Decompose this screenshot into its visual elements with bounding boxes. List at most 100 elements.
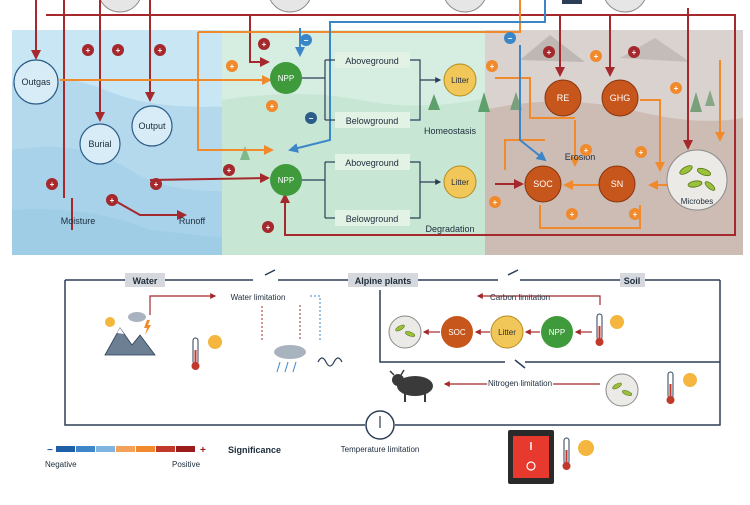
plant-upper-chain: NPP Aboveground Belowground Litter Homeo…	[270, 52, 477, 136]
legend-positive-label: Positive	[172, 460, 201, 469]
svg-text:+: +	[674, 84, 679, 93]
thermometer-icon	[562, 437, 571, 470]
legend-scale-segment	[96, 446, 115, 452]
mountain-icon	[104, 327, 156, 356]
svg-text:+: +	[227, 166, 232, 175]
positive-badge: +	[486, 60, 498, 72]
positive-badge: +	[635, 146, 647, 158]
positive-badge: +	[82, 44, 94, 56]
microbes-icon	[679, 165, 716, 191]
legend-title: Significance	[228, 445, 281, 455]
ghg-label: GHG	[610, 93, 631, 103]
flow-arrows	[31, 0, 736, 236]
svg-text:+: +	[86, 46, 91, 55]
water-limitation-label: Water limitation	[231, 293, 286, 302]
lightning-icon	[144, 320, 151, 335]
alpine-plants-header: Alpine plants	[355, 276, 412, 286]
svg-text:+: +	[110, 196, 115, 205]
svg-text:+: +	[632, 48, 637, 57]
positive-badge: +	[629, 208, 641, 220]
burial-label: Burial	[88, 139, 111, 149]
water-header: Water	[133, 276, 158, 286]
power-switch-icon	[508, 430, 554, 484]
negative-badge: −	[300, 34, 312, 46]
svg-text:−: −	[309, 114, 314, 123]
positive-badge: +	[266, 100, 278, 112]
homeostasis-label: Homeostasis	[424, 126, 477, 136]
svg-text:+: +	[154, 180, 159, 189]
belowground-lower-label: Belowground	[346, 214, 399, 224]
thermometer-icon	[595, 313, 604, 346]
bottom-panel: Water Alpine plants Soil Water limitatio…	[64, 269, 721, 440]
svg-text:+: +	[594, 52, 599, 61]
water-nodes: Outgas Burial Output Moisture Runoff	[13, 59, 206, 226]
negative-badge: −	[305, 112, 317, 124]
positive-badge: +	[566, 208, 578, 220]
thermometer-icon	[191, 337, 200, 370]
top-edge-circles	[99, 0, 646, 13]
svg-text:+: +	[158, 46, 163, 55]
sun-icon	[683, 373, 697, 387]
carbon-litter-label: Litter	[498, 328, 516, 337]
legend-scale-segment	[156, 446, 175, 452]
thermometer-icon	[666, 371, 675, 404]
moisture-label: Moisture	[61, 216, 96, 226]
positive-badge: +	[150, 178, 162, 190]
output-label: Output	[138, 121, 166, 131]
cloud-icon	[128, 312, 146, 322]
legend-scale-segment	[176, 446, 195, 452]
svg-text:+: +	[584, 146, 589, 155]
svg-text:+: +	[493, 198, 498, 207]
legend-minus: −	[47, 445, 53, 456]
svg-text:+: +	[490, 62, 495, 71]
svg-text:+: +	[570, 210, 575, 219]
carbon-soc-label: SOC	[448, 328, 466, 337]
svg-text:+: +	[270, 102, 275, 111]
npp-lower-label: NPP	[278, 176, 294, 185]
positive-badge: +	[223, 164, 235, 176]
legend-plus: +	[200, 445, 206, 456]
positive-badge: +	[580, 144, 592, 156]
svg-text:+: +	[547, 48, 552, 57]
positive-badge: +	[628, 46, 640, 58]
legend-scale-segment	[76, 446, 95, 452]
runoff-label: Runoff	[179, 216, 206, 226]
sun-icon	[208, 335, 222, 349]
degradation-label: Degradation	[425, 224, 474, 234]
npp-upper-label: NPP	[278, 74, 294, 83]
soil-nodes: RE GHG SOC SN Erosion Microbes	[524, 79, 728, 211]
nitrogen-limitation-label: Nitrogen limitation	[488, 379, 552, 388]
svg-text:−: −	[508, 34, 513, 43]
rain-cloud-icon	[274, 345, 306, 373]
soc-label: SOC	[533, 179, 553, 189]
erosion-label: Erosion	[565, 152, 596, 162]
microbes-label: Microbes	[681, 197, 713, 206]
significance-legend: − + Negative Positive Significance	[45, 445, 281, 469]
positive-badge: +	[226, 60, 238, 72]
yak-icon	[389, 369, 433, 402]
carbon-npp-label: NPP	[549, 328, 565, 337]
microbes-icon	[612, 382, 633, 396]
positive-badge: +	[590, 50, 602, 62]
belowground-upper-label: Belowground	[346, 116, 399, 126]
wave-icon	[317, 357, 343, 367]
sun-icon	[578, 440, 594, 456]
legend-negative-label: Negative	[45, 460, 77, 469]
svg-text:+: +	[639, 148, 644, 157]
svg-text:+: +	[230, 62, 235, 71]
plant-lower-chain: NPP Aboveground Belowground Litter Degra…	[270, 154, 477, 234]
aboveground-lower-label: Aboveground	[345, 158, 399, 168]
positive-badge: +	[489, 196, 501, 208]
sun-icon	[105, 317, 115, 327]
sn-label: SN	[611, 179, 624, 189]
legend-scale-segment	[116, 446, 135, 452]
positive-badge: +	[262, 221, 274, 233]
aboveground-upper-label: Aboveground	[345, 56, 399, 66]
svg-text:+: +	[633, 210, 638, 219]
positive-badge: +	[46, 178, 58, 190]
positive-badge: +	[112, 44, 124, 56]
microbes-icon	[395, 324, 416, 337]
positive-badge: +	[154, 44, 166, 56]
thermometer-dial-icon	[379, 416, 381, 428]
positive-badge: +	[258, 38, 270, 50]
